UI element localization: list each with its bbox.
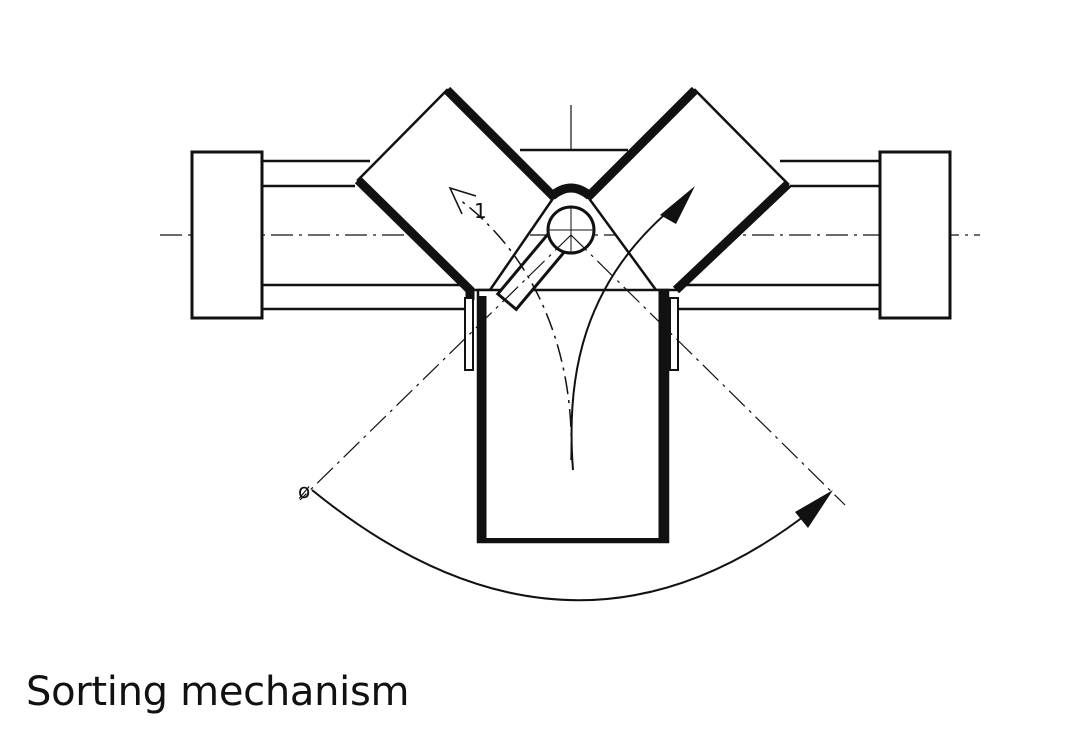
right-end-cap xyxy=(878,150,952,320)
left-end-cap xyxy=(190,150,264,320)
swing-ray-left xyxy=(299,234,572,501)
flow-arrow-left-dashed xyxy=(459,199,573,461)
flow-arrow-right-head xyxy=(660,186,695,224)
flow-arrow-left-head xyxy=(448,186,477,215)
swing-arc xyxy=(311,489,813,602)
swing-ray-right xyxy=(570,234,846,506)
swing-arc-arrowhead xyxy=(795,490,833,528)
angle-symbol: ø xyxy=(298,479,310,503)
y-housing xyxy=(354,86,792,544)
small-mark-label: 1 xyxy=(474,199,487,223)
right-tube xyxy=(672,159,880,311)
caption: Sorting mechanism xyxy=(26,669,410,715)
left-tube xyxy=(262,159,470,311)
